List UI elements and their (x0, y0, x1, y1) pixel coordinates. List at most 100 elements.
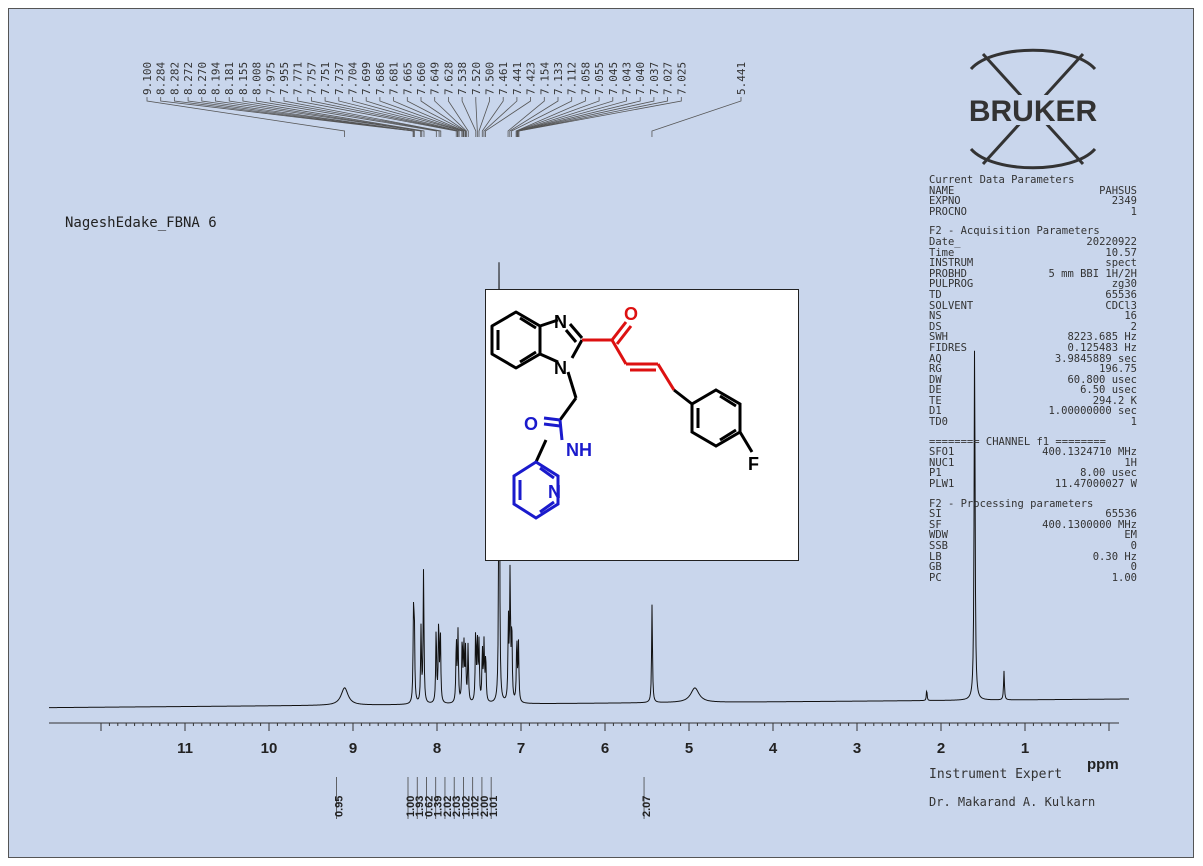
param-key: PROBHD (929, 267, 967, 280)
logo-orbit-lower (969, 147, 1097, 170)
peak-leader-line (651, 97, 742, 137)
amide-co-1 (543, 416, 561, 422)
peak-leader-line (338, 97, 460, 137)
param-value: 2 (1130, 320, 1137, 333)
param-key: PC (929, 571, 942, 584)
integral-label: 1.02 (470, 796, 482, 817)
peak-leader-line (228, 97, 423, 137)
peak-label: 7.037 (648, 62, 661, 95)
peak-leader-line (310, 97, 458, 137)
peak-label: 7.975 (264, 62, 277, 95)
peak-label: 7.154 (538, 62, 551, 95)
peak-label: 8.008 (251, 62, 264, 95)
param-section-title: Current Data Parameters (929, 174, 1075, 186)
peak-label: 9.100 (141, 62, 154, 95)
peak-leader-line (283, 97, 442, 137)
peak-leader-line (511, 97, 573, 137)
pyridine-double-3 (539, 500, 555, 514)
param-value: EM (1124, 529, 1137, 542)
integral-label: 2.03 (451, 796, 463, 817)
peak-leader-line (379, 97, 464, 137)
param-row: PROCNO 1 (929, 207, 1137, 218)
param-row: Date_20220922 (929, 237, 1137, 248)
param-key: PROCNO (929, 205, 967, 218)
atom-f: F (748, 454, 759, 474)
integral-label: 1.02 (460, 796, 472, 817)
imidazole-bond-1 (539, 318, 559, 328)
imidazole-bond-3b (564, 329, 578, 343)
peak-leader-line (201, 97, 415, 137)
param-value: spect (1105, 257, 1137, 270)
param-key: TE (929, 394, 942, 407)
param-value: 2349 (1111, 195, 1137, 208)
peak-leader-line (365, 97, 463, 137)
peak-label: 7.043 (621, 62, 634, 95)
x-tick-label: 3 (853, 740, 861, 757)
peak-label: 7.500 (484, 62, 497, 95)
param-value: 1 (1130, 205, 1137, 218)
param-key: NAME (929, 184, 955, 197)
peak-label: 7.441 (511, 62, 524, 95)
param-value: 3.9845889 sec (1054, 352, 1137, 365)
ketone-co-2 (615, 325, 633, 345)
peak-label: 7.461 (497, 62, 510, 95)
param-value: 8.00 usec (1080, 467, 1137, 480)
peak-label: 7.665 (401, 62, 414, 95)
imidazole-bond-2 (539, 352, 559, 364)
peak-leader-line (515, 97, 600, 137)
peak-label: 7.757 (305, 62, 318, 95)
param-key: PLW1 (929, 478, 955, 491)
amide-bond (558, 419, 564, 441)
benzo-double-2 (519, 316, 537, 330)
param-key: FIDRES (929, 341, 967, 354)
param-row: TE 294.2 K (929, 396, 1137, 407)
peak-label: 5.441 (735, 62, 748, 95)
peak-leader-line (518, 97, 682, 137)
param-value: 1.00 (1111, 571, 1137, 584)
param-value: 8223.685 Hz (1067, 331, 1137, 344)
param-value: 400.1324710 MHz (1042, 446, 1137, 459)
param-value: CDCl3 (1105, 299, 1137, 312)
param-value: 1H (1124, 456, 1137, 469)
param-section-title: F2 - Processing parameters (929, 497, 1094, 510)
peak-label: 8.284 (155, 62, 168, 95)
param-key: PULPROG (929, 278, 974, 291)
x-tick-label: 11 (177, 740, 193, 757)
peak-label: 7.686 (374, 62, 387, 95)
operator-name: Dr. Makarand A. Kulkarn (929, 795, 1096, 809)
peak-leader-line (481, 97, 504, 137)
aryl-link (673, 388, 693, 406)
peak-label: 7.704 (347, 62, 360, 95)
peak-label: 7.112 (566, 62, 579, 95)
peak-label: 8.272 (182, 62, 195, 95)
param-row: WDW EM (929, 530, 1137, 541)
param-key: SFO1 (929, 446, 955, 459)
param-key: TD (929, 288, 942, 301)
peak-leader-line (485, 97, 531, 137)
enone-bond-3 (656, 363, 676, 391)
peak-leader-line (434, 97, 467, 137)
atom-o-ketone: O (624, 304, 638, 324)
peak-label: 7.040 (634, 62, 647, 95)
peak-leader-line (297, 97, 457, 137)
peak-leader-line (517, 97, 641, 137)
peak-label: 7.681 (388, 62, 401, 95)
logo-text: BRUKER (969, 95, 1098, 128)
peak-leader-line (516, 97, 627, 137)
peak-leader-line (160, 97, 414, 137)
peak-leader-line (447, 97, 469, 137)
param-value: 294.2 K (1092, 394, 1137, 407)
param-key: SI (929, 508, 942, 521)
param-key: GB (929, 561, 942, 574)
param-key: WDW (929, 529, 948, 542)
